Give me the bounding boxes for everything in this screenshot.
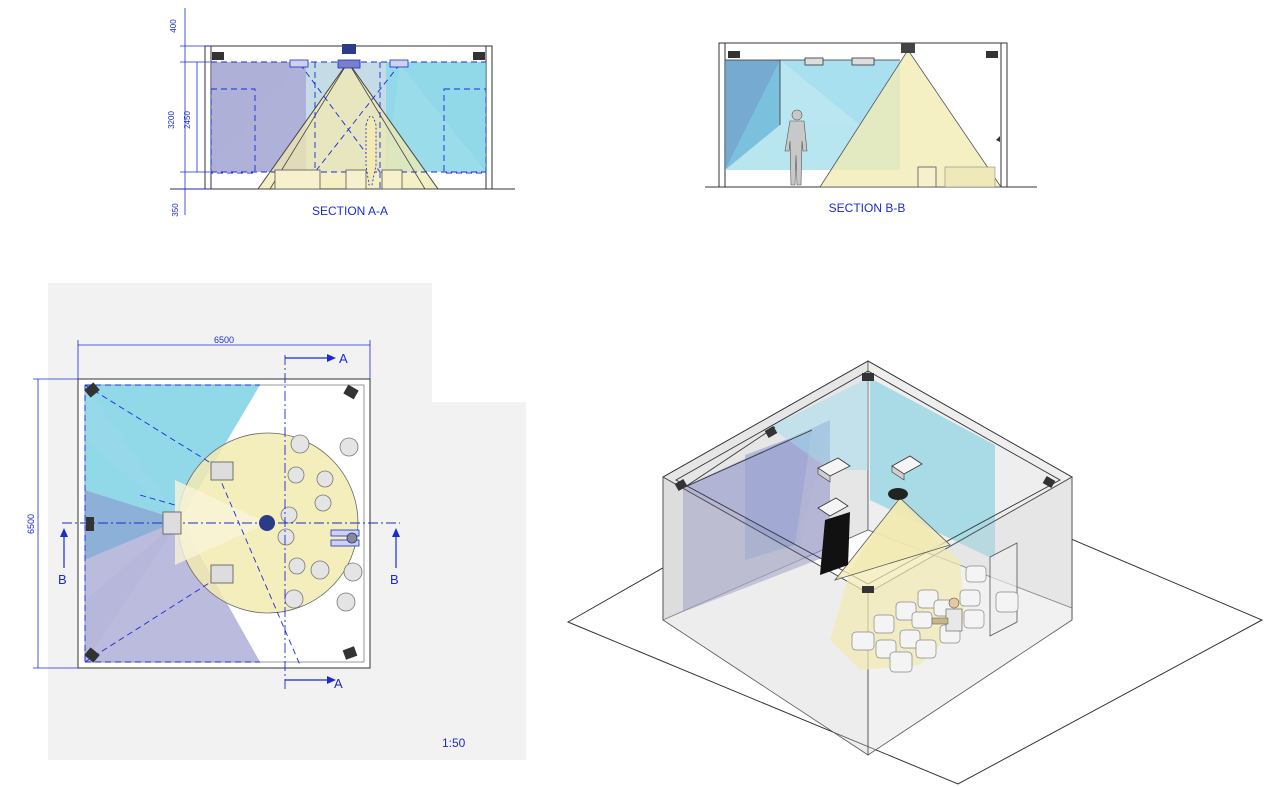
ceiling-projector-icon [259, 515, 275, 531]
projector-icon [337, 59, 361, 69]
projector-icon [851, 57, 875, 66]
isometric-drawing [566, 360, 1264, 785]
speaker-icon [84, 382, 100, 398]
plan-cut-a-bottom: A [334, 676, 343, 691]
plan-drawing [33, 283, 526, 760]
speaker-icon [343, 384, 359, 400]
section-bb-drawing [705, 42, 1037, 188]
person-silhouette [784, 109, 808, 186]
plan-cut-a-top: A [339, 351, 348, 366]
speaker-icon [986, 51, 998, 58]
ceiling-projector-icon [342, 44, 356, 54]
dim-top: 400 [169, 19, 178, 33]
projector-icon [891, 455, 923, 481]
ceiling-projector-icon [888, 488, 908, 500]
ceiling-projector-icon [901, 43, 915, 53]
speaker-icon [862, 373, 874, 381]
section-aa-title: SECTION A-A [312, 204, 388, 218]
person-topview [330, 529, 360, 547]
speaker-icon [473, 52, 485, 60]
plan-dim-width: 6500 [214, 335, 234, 345]
plan-scale: 1:50 [442, 736, 466, 750]
speaker-icon [1042, 476, 1056, 488]
speaker-icon [212, 52, 224, 60]
dim-floor: 350 [171, 203, 180, 217]
speaker-icon [862, 586, 874, 593]
projector-icon [804, 57, 824, 66]
person-seated [931, 597, 963, 632]
speaker-icon [342, 646, 358, 660]
section-bb-title: SECTION B-B [829, 201, 906, 215]
projector-icon [389, 59, 409, 68]
dim-total: 3200 [167, 111, 176, 129]
plan-cut-b-left: B [58, 572, 67, 587]
plan-cut-b-right: B [390, 572, 399, 587]
plan-dim-height: 6500 [26, 514, 36, 534]
projector-icon [289, 59, 309, 68]
projector-icon [817, 497, 849, 517]
speaker-icon [86, 517, 94, 531]
speaker-icon [84, 647, 100, 663]
projector-icon [210, 564, 234, 584]
stools-group [851, 565, 1019, 673]
projector-icon [210, 461, 234, 481]
dim-inner: 2450 [183, 111, 192, 129]
speaker-icon [728, 51, 740, 58]
projector-icon [817, 457, 851, 483]
projector-icon [162, 511, 182, 535]
speaker-icon [674, 479, 688, 491]
speaker-icon [764, 426, 778, 438]
section-aa-drawing [170, 8, 515, 215]
